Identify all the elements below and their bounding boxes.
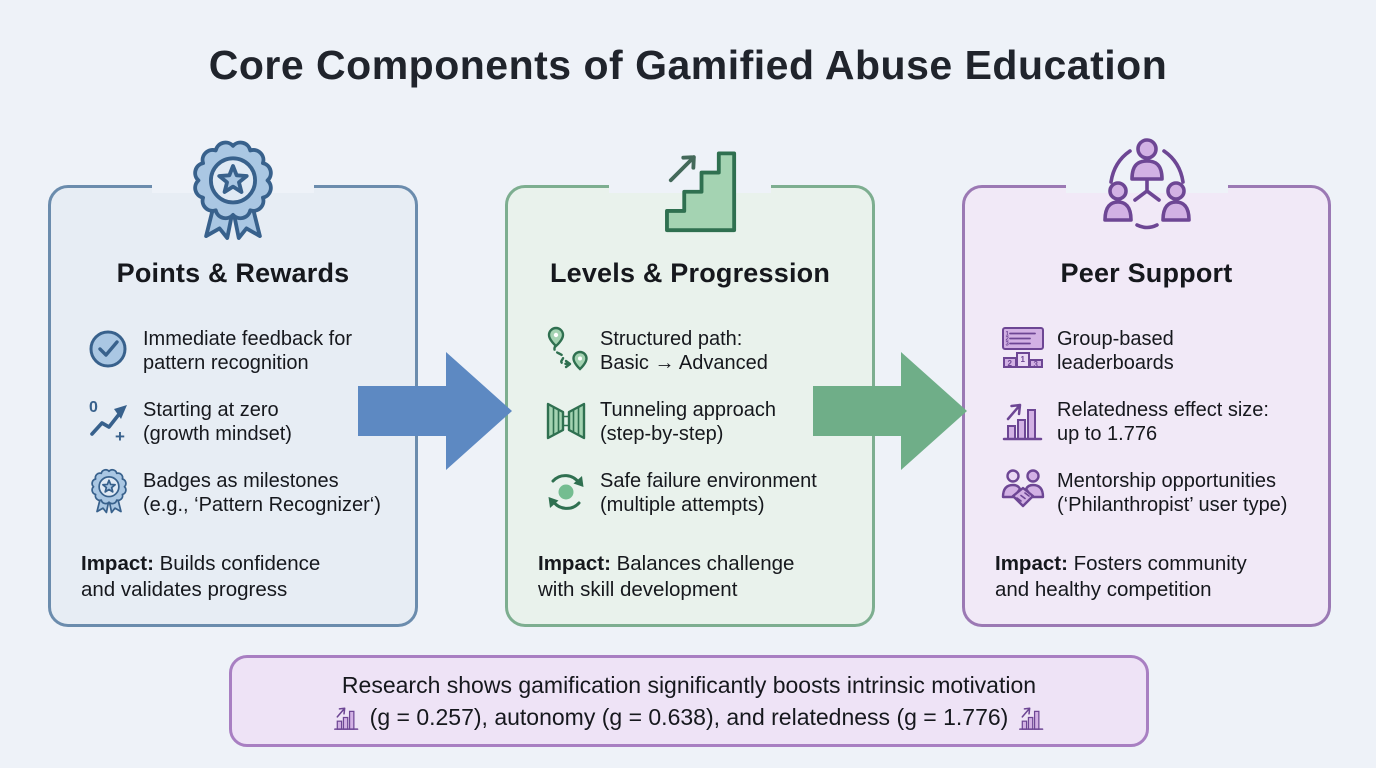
impact-text: Fosters community and healthy competitio… bbox=[995, 552, 1247, 602]
list-item-text: Mentorship opportunities (‘Philanthropis… bbox=[1057, 470, 1288, 516]
route-icon bbox=[547, 326, 588, 371]
impact-text: Builds confidence and validates progress bbox=[81, 552, 321, 602]
list-item-text: Starting at zero (growth mindset) bbox=[143, 399, 292, 445]
card-title: Levels & Progression bbox=[549, 258, 831, 288]
card-title: Peer Support bbox=[1060, 258, 1233, 288]
award-ribbon-icon bbox=[185, 136, 281, 249]
list-item: Immediate feedback for pattern recogniti… bbox=[87, 325, 415, 375]
list-item: Mentorship opportunities (‘Philanthropis… bbox=[1001, 467, 1328, 517]
svg-text:3: 3 bbox=[1034, 360, 1039, 369]
impact-label: Impact: bbox=[995, 552, 1068, 575]
svg-text:3: 3 bbox=[1006, 342, 1010, 348]
list-item-text: Structured path: Basic → Advanced bbox=[600, 328, 768, 374]
check-circle-icon bbox=[89, 330, 127, 368]
list-item-text: Relatedness effect size: up to 1.776 bbox=[1057, 399, 1269, 445]
banner-line-2: (g = 0.257), autonomy (g = 0.638), and r… bbox=[333, 702, 1046, 732]
list-item: Safe failure environment (multiple attem… bbox=[544, 467, 872, 517]
list-item: Tunneling approach (step-by-step) bbox=[544, 396, 872, 446]
svg-text:1: 1 bbox=[1006, 332, 1010, 338]
list-item: Structured path: Basic → Advanced bbox=[544, 325, 872, 375]
impact-statement: Impact: Balances challenge with skill de… bbox=[538, 551, 842, 603]
impact-statement: Impact: Builds confidence and validates … bbox=[81, 551, 385, 603]
growth-from-zero-icon: 0 + bbox=[89, 399, 127, 444]
badge-icon bbox=[87, 467, 131, 515]
mentorship-handshake-icon bbox=[1001, 469, 1045, 508]
list-item: 0 + Starting at zero (growth mindset) bbox=[87, 396, 415, 446]
flow-arrow-right-icon bbox=[358, 352, 512, 470]
svg-text:+: + bbox=[115, 427, 125, 444]
svg-text:1: 1 bbox=[1021, 355, 1026, 364]
list-item-text: Tunneling approach (step-by-step) bbox=[600, 399, 777, 445]
list-item-text: Group-based leaderboards bbox=[1057, 328, 1174, 374]
svg-text:2: 2 bbox=[1008, 359, 1013, 368]
impact-text: Balances challenge with skill developmen… bbox=[538, 552, 795, 602]
list-item: Badges as milestones (e.g., ‘Pattern Rec… bbox=[87, 467, 415, 517]
rising-bar-chart-icon bbox=[333, 704, 360, 731]
retry-cycle-icon bbox=[548, 474, 584, 510]
card-title: Points & Rewards bbox=[116, 258, 350, 288]
people-network-icon bbox=[1097, 136, 1197, 241]
list-item-text: Badges as milestones (e.g., ‘Pattern Rec… bbox=[143, 470, 381, 516]
rising-bar-chart-icon bbox=[1001, 396, 1045, 444]
research-banner: Research shows gamification significantl… bbox=[229, 655, 1149, 747]
list-item: Relatedness effect size: up to 1.776 bbox=[1001, 396, 1328, 446]
banner-line-1: Research shows gamification significantl… bbox=[342, 670, 1036, 700]
impact-label: Impact: bbox=[81, 552, 154, 575]
impact-label: Impact: bbox=[538, 552, 611, 575]
stairs-progress-icon bbox=[642, 136, 738, 241]
card-border-notch bbox=[609, 184, 771, 193]
rising-bar-chart-icon bbox=[1018, 704, 1045, 731]
impact-statement: Impact: Fosters community and healthy co… bbox=[995, 551, 1298, 603]
svg-text:0: 0 bbox=[89, 399, 98, 416]
card-points-rewards: Points & Rewards Immediate feedback for … bbox=[48, 185, 418, 627]
list-item-text: Safe failure environment (multiple attem… bbox=[600, 470, 817, 516]
tunnel-icon bbox=[546, 402, 586, 440]
banner-text-1: Research shows gamification significantl… bbox=[341, 672, 1037, 698]
list-item-text: Immediate feedback for pattern recogniti… bbox=[143, 328, 352, 374]
flow-arrow-right-icon bbox=[813, 352, 967, 470]
page-title: Core Components of Gamified Abuse Educat… bbox=[208, 42, 1168, 88]
banner-text-2: (g = 0.257), autonomy (g = 0.638), and r… bbox=[369, 704, 1009, 730]
svg-text:2: 2 bbox=[1006, 337, 1010, 343]
